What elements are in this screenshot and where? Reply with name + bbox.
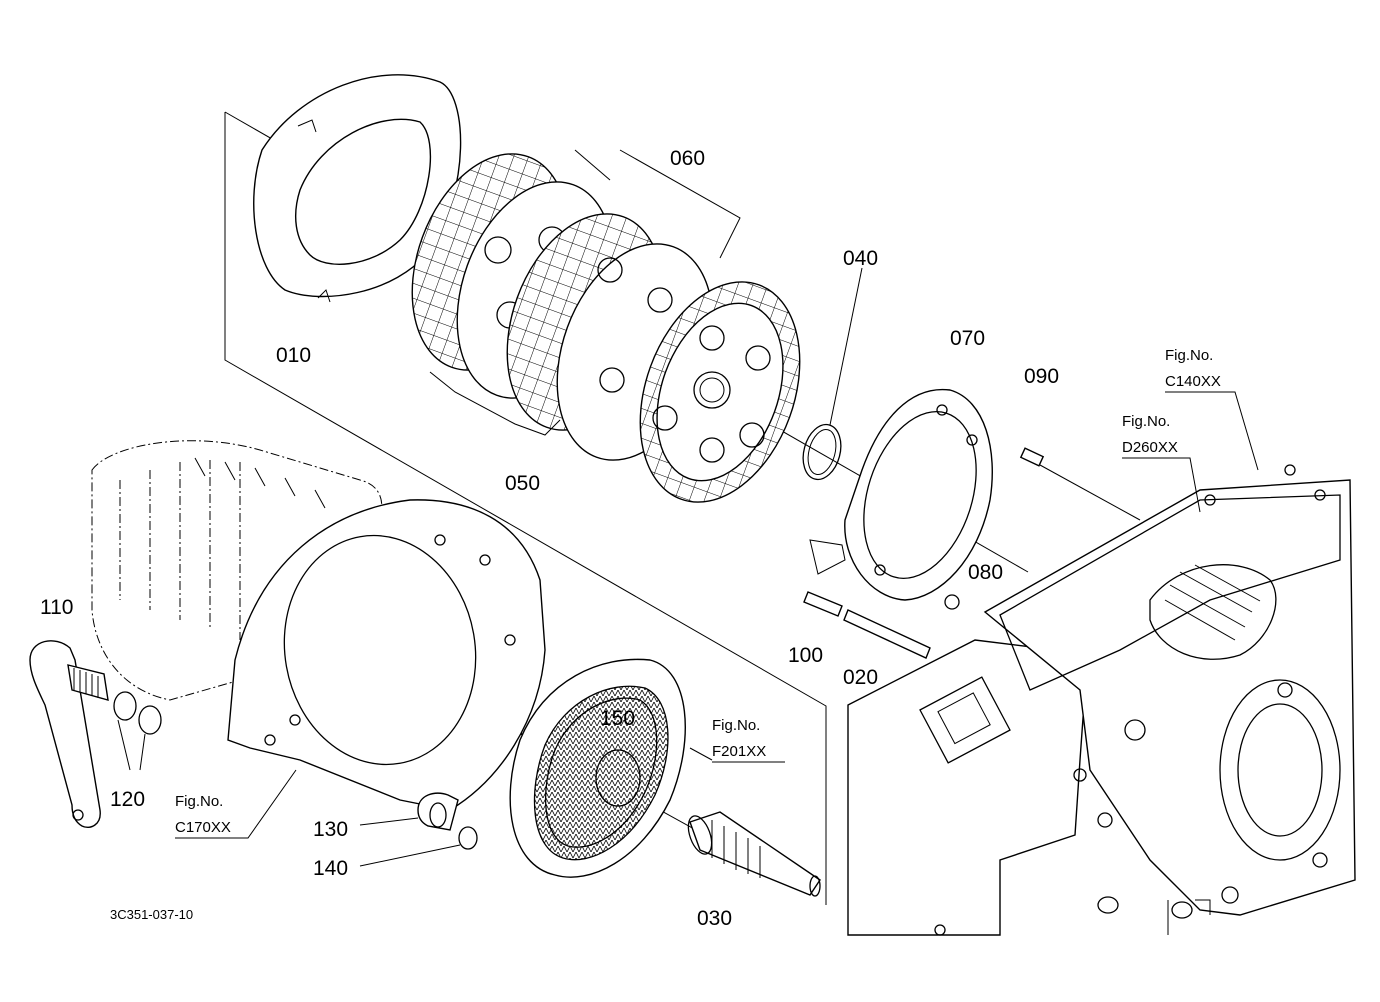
part-140-clip[interactable] (359, 826, 478, 867)
part-040-snap-ring[interactable] (797, 267, 863, 484)
housing-ribs (119, 457, 326, 640)
part-070-gasket[interactable] (809, 388, 996, 601)
part-010-plate[interactable] (253, 74, 462, 303)
part-labels: 010 060 040 050 070 090 080 100 020 110 … (40, 147, 1059, 930)
figure-ref-leaders (175, 391, 1259, 839)
part-130-bushing[interactable] (359, 792, 459, 831)
fig-f201-prefix: Fig.No. (712, 717, 760, 734)
part-150-o-ring[interactable] (595, 749, 641, 807)
figure-refs: Fig.No. C140XX Fig.No. D260XX Fig.No. F2… (175, 347, 1221, 836)
label-060: 060 (670, 147, 705, 170)
part-020-rod[interactable] (843, 609, 931, 659)
label-050: 050 (505, 472, 540, 495)
diagram-code: 3C351-037-10 (110, 907, 193, 922)
part-030-shaft[interactable] (684, 811, 821, 897)
label-150: 150 (600, 707, 635, 730)
label-020: 020 (843, 666, 878, 689)
label-030: 030 (697, 907, 732, 930)
label-130: 130 (313, 818, 348, 841)
part-050-060-clutch-pack[interactable] (384, 132, 828, 524)
part-090-plug[interactable] (1019, 447, 1141, 521)
ring-gear (509, 658, 713, 878)
fig-f201-code: F201XX (712, 743, 766, 760)
fig-c170-prefix: Fig.No. (175, 793, 223, 810)
part-110-lever[interactable] (29, 640, 109, 828)
label-120: 120 (110, 788, 145, 811)
label-110: 110 (40, 596, 73, 619)
label-100: 100 (788, 644, 823, 667)
label-010: 010 (276, 344, 311, 367)
part-120-o-rings[interactable] (113, 691, 162, 771)
transmission-case-casting (847, 464, 1356, 936)
part-080-pin[interactable] (944, 594, 960, 610)
label-070: 070 (950, 327, 985, 350)
label-040: 040 (843, 247, 878, 270)
fig-c140-prefix: Fig.No. (1165, 347, 1213, 364)
fig-d260-code: D260XX (1122, 439, 1178, 456)
label-090: 090 (1024, 365, 1059, 388)
front-housing-casting (91, 440, 546, 811)
fig-c140-code: C140XX (1165, 373, 1221, 390)
fig-c170-code: C170XX (175, 819, 231, 836)
part-100-pin[interactable] (803, 591, 843, 617)
label-080: 080 (968, 561, 1003, 584)
label-140: 140 (313, 857, 348, 880)
fig-d260-prefix: Fig.No. (1122, 413, 1170, 430)
